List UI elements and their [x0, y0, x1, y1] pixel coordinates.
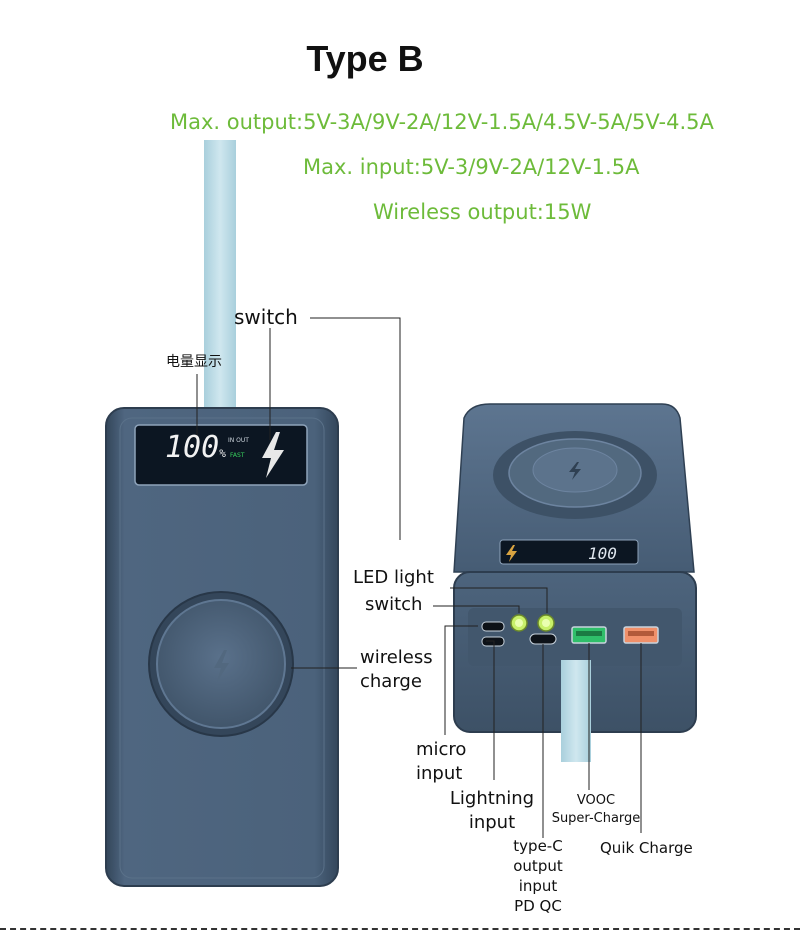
- svg-text:100: 100: [588, 544, 617, 563]
- in-out-indicator: IN OUT: [228, 437, 249, 444]
- switch-label-top: switch: [234, 305, 298, 329]
- fast-indicator: FAST: [230, 452, 245, 459]
- lanyard-strap-right: [561, 660, 591, 762]
- micro-input-line1: micro: [416, 739, 467, 760]
- micro-input-line2: input: [416, 763, 463, 784]
- lightning-icon: [262, 432, 284, 478]
- lanyard-strap: [204, 140, 236, 412]
- dashed-divider: [0, 928, 800, 930]
- max-input-spec: Max. input:5V-3/9V-2A/12V-1.5A: [303, 155, 640, 179]
- type-c-line2: output: [513, 857, 563, 875]
- battery-display-label: 电量显示: [166, 354, 222, 370]
- micro-input-label: micro input: [416, 738, 466, 786]
- lcd-display-small: [499, 539, 639, 565]
- lcd-display: [134, 424, 308, 486]
- wireless-charge-line1: wireless: [360, 647, 433, 668]
- led-light-label: LED light: [353, 567, 434, 588]
- page-title: Type B: [306, 38, 424, 79]
- battery-percent-value: 100: [165, 430, 220, 465]
- wireless-output-spec: Wireless output:15W: [373, 200, 592, 224]
- wireless-lightning-icon: [214, 650, 229, 682]
- lightning-input-line2: input: [468, 812, 516, 833]
- wireless-charge-label: wireless charge: [360, 646, 433, 694]
- vooc-line1: VOOC: [576, 793, 616, 808]
- vooc-line2: Super-Charge: [551, 811, 641, 826]
- usb-c-port: [529, 633, 557, 645]
- wireless-charge-line2: charge: [360, 671, 422, 692]
- battery-percent-readout: 100%: [165, 431, 226, 471]
- battery-percent-sign: %: [219, 447, 226, 460]
- type-c-line1: type-C: [513, 837, 563, 855]
- quik-charge-label: Quik Charge: [600, 839, 693, 857]
- power-bank-port-view: 100: [453, 403, 697, 762]
- lightning-input-line1: Lightning: [449, 788, 535, 809]
- switch-label-right: switch: [365, 594, 423, 615]
- micro-usb-port: [481, 621, 505, 632]
- type-c-label: type-C output input PD QC: [501, 836, 575, 916]
- type-c-line3: input: [518, 877, 558, 895]
- leader-lines: [196, 317, 642, 838]
- max-output-spec: Max. output:5V-3A/9V-2A/12V-1.5A/4.5V-5A…: [170, 110, 714, 134]
- vooc-label: VOOC Super-Charge: [546, 792, 646, 828]
- lightning-input-label: Lightning input: [444, 787, 540, 835]
- type-c-line4: PD QC: [514, 897, 562, 915]
- power-bank-front-view: [105, 140, 339, 887]
